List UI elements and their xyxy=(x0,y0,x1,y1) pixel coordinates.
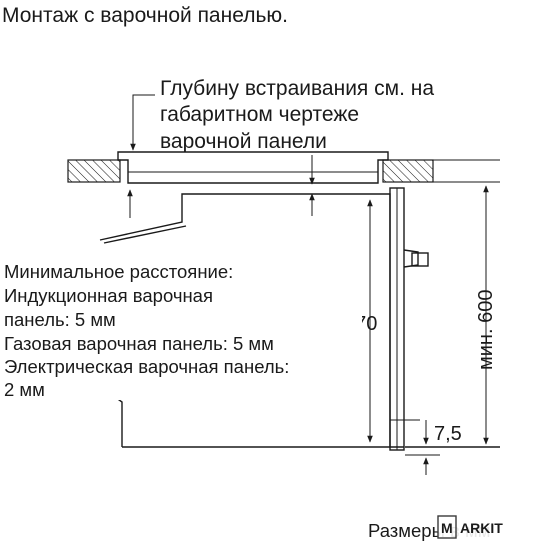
watermark-prefix: M xyxy=(441,520,453,536)
min-distance-line-4: Газовая варочная панель: 5 мм xyxy=(4,333,274,354)
min-distance-line-5: Электрическая варочная панель: xyxy=(4,356,289,377)
hob xyxy=(117,151,389,184)
dim-600-label: мин. 600 xyxy=(475,290,497,370)
depth-note-line-3: варочной панели xyxy=(160,130,327,153)
watermark-logo: M ARKIT xyxy=(437,514,530,542)
depth-leader-line xyxy=(130,94,155,151)
gap-label: 7,5 xyxy=(434,423,462,445)
oven-body xyxy=(99,187,429,451)
countertop-right xyxy=(382,159,434,183)
depth-note-line-2: габаритном чертеже xyxy=(160,103,359,126)
min-distance-line-2: Индукционная варочная xyxy=(4,285,213,306)
depth-note-line-1: Глубину встраивания см. на xyxy=(160,77,434,100)
watermark-rest: ARKIT xyxy=(460,520,503,536)
depth-note: Глубину встраивания см. на габаритном че… xyxy=(160,77,434,153)
min-distance-note: Минимальное расстояние: Индукционная вар… xyxy=(0,258,362,400)
min-distance-line-1: Минимальное расстояние: xyxy=(4,261,233,282)
min-distance-line-6: 2 мм xyxy=(4,379,45,400)
diagram-title: Монтаж с варочной панелью. xyxy=(2,4,288,27)
min-distance-line-3: панель: 5 мм xyxy=(4,309,116,330)
countertop-left xyxy=(67,159,121,183)
